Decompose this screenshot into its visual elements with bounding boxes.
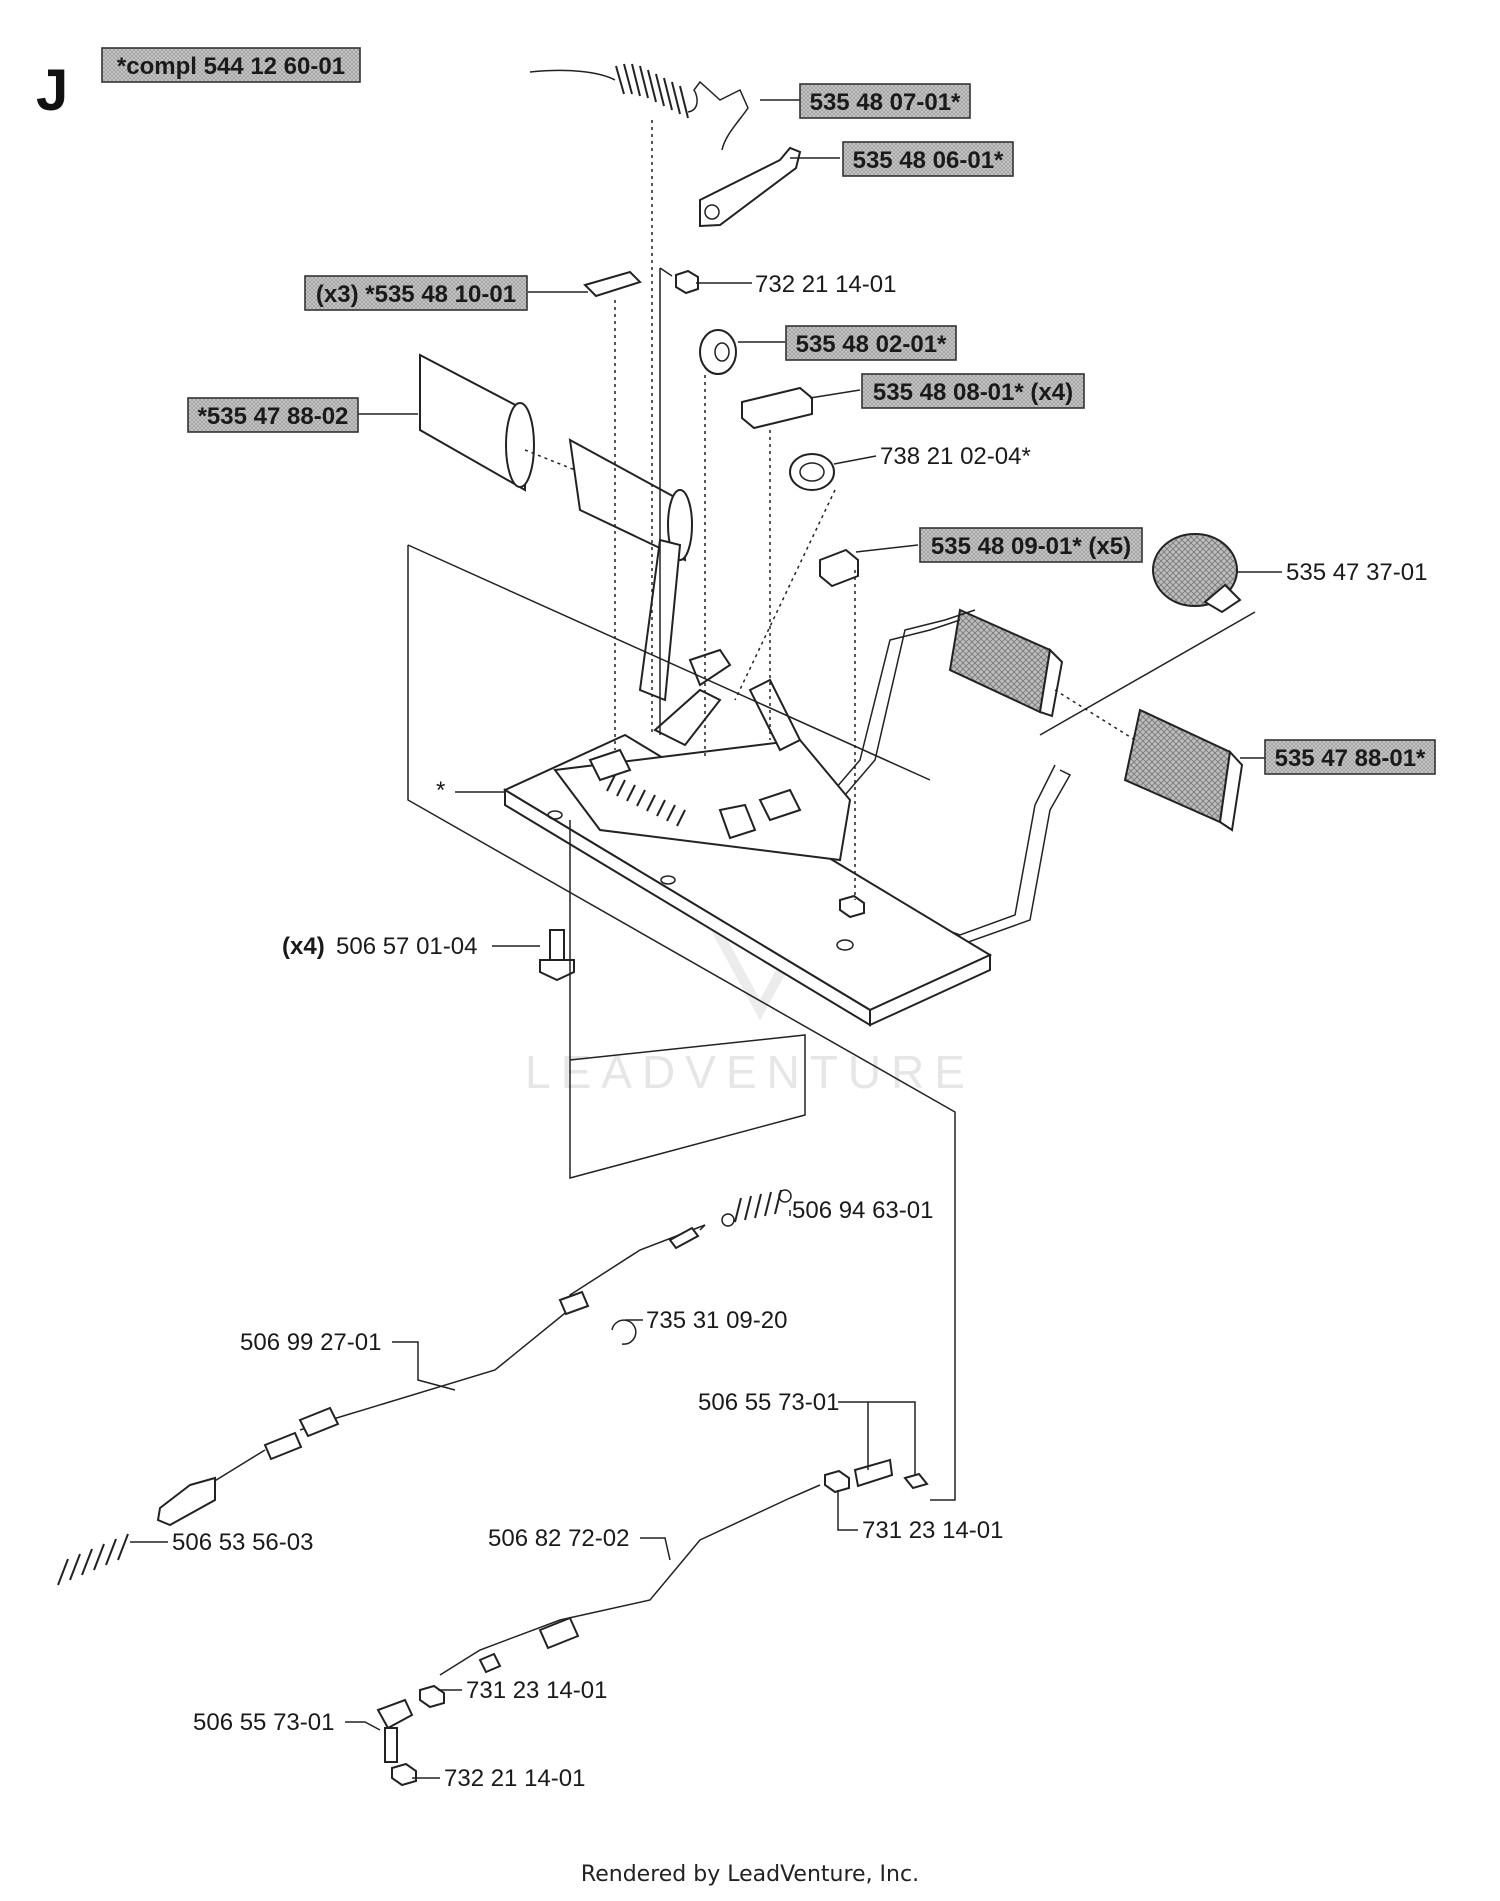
label-535480801: 535 48 08-01* (x4) xyxy=(873,379,1073,406)
label-box-compl xyxy=(101,47,361,83)
label-compl: *compl 544 12 60-01 xyxy=(117,53,345,80)
part-drawings xyxy=(57,63,1244,1787)
label-738210204: 738 21 02-04* xyxy=(880,443,1031,470)
label-box-535480201 xyxy=(785,325,957,361)
label-box-535478802 xyxy=(187,397,359,433)
label-731231401-mid: 731 23 14-01 xyxy=(862,1517,1003,1544)
label-box-535478801 xyxy=(1264,739,1436,775)
plate-bracket xyxy=(699,146,802,228)
connector-lines xyxy=(407,120,1256,1501)
label-535473701: 535 47 37-01 xyxy=(1286,559,1427,586)
cable-lower xyxy=(376,1458,929,1787)
main-bracket xyxy=(502,538,993,1027)
bearing xyxy=(789,453,835,491)
label-box-535480601 xyxy=(842,141,1014,177)
knob xyxy=(1152,533,1242,614)
label-535480601: 535 48 06-01* xyxy=(853,147,1004,174)
nut-top xyxy=(675,269,699,295)
label-506827202: 506 82 72-02 xyxy=(488,1525,629,1552)
plain-labels: 732 21 14-01 738 21 02-04* 535 47 37-01 … xyxy=(172,271,1427,1792)
label-star: * xyxy=(436,777,445,804)
leader-lines xyxy=(130,99,1282,1779)
e-clip xyxy=(611,1319,637,1345)
label-box-535481001 xyxy=(304,275,528,311)
label-731231401-low: 731 23 14-01 xyxy=(466,1677,607,1704)
label-535481001: (x3) *535 48 10-01 xyxy=(316,281,516,308)
label-535480901: 535 48 09-01* (x5) xyxy=(931,533,1131,560)
label-506992701: 506 99 27-01 xyxy=(240,1329,381,1356)
pedal-pad-right xyxy=(948,608,1244,832)
label-732211401-low: 732 21 14-01 xyxy=(444,1765,585,1792)
label-box-535480701 xyxy=(799,83,971,119)
boxed-labels: *compl 544 12 60-01 535 48 07-01* 535 48… xyxy=(101,47,1436,775)
label-535480701: 535 48 07-01* xyxy=(810,89,961,116)
bolt-base xyxy=(539,929,575,982)
cable-upper xyxy=(57,1224,706,1586)
bushing xyxy=(699,329,737,375)
pedal-pad-left xyxy=(419,353,693,562)
label-506946301: 506 94 63-01 xyxy=(792,1197,933,1224)
label-735310920: 735 31 09-20 xyxy=(646,1307,787,1334)
label-506557301-low: 506 55 73-01 xyxy=(193,1709,334,1736)
spring-top xyxy=(529,63,749,151)
footer-credit: Rendered by LeadVenture, Inc. xyxy=(580,1862,920,1887)
clip xyxy=(819,548,859,588)
label-732211401-top: 732 21 14-01 xyxy=(755,271,896,298)
label-535478802: *535 47 88-02 xyxy=(198,403,349,430)
label-box-535480901 xyxy=(919,527,1143,563)
label-535480201: 535 48 02-01* xyxy=(796,331,947,358)
label-506570104: 506 57 01-04 xyxy=(336,933,477,960)
label-506535603: 506 53 56-03 xyxy=(172,1529,313,1556)
section-letter: J xyxy=(36,58,68,123)
spring-cable xyxy=(721,1189,792,1227)
watermark-text: LEADVENTURE xyxy=(525,1046,975,1098)
label-x4-prefix: (x4) xyxy=(282,933,325,960)
clamp-block xyxy=(741,386,813,430)
label-box-535480801 xyxy=(861,373,1085,409)
label-535478801: 535 47 88-01* xyxy=(1275,745,1426,772)
label-506557301-top: 506 55 73-01 xyxy=(698,1389,839,1416)
small-plate xyxy=(583,270,642,298)
